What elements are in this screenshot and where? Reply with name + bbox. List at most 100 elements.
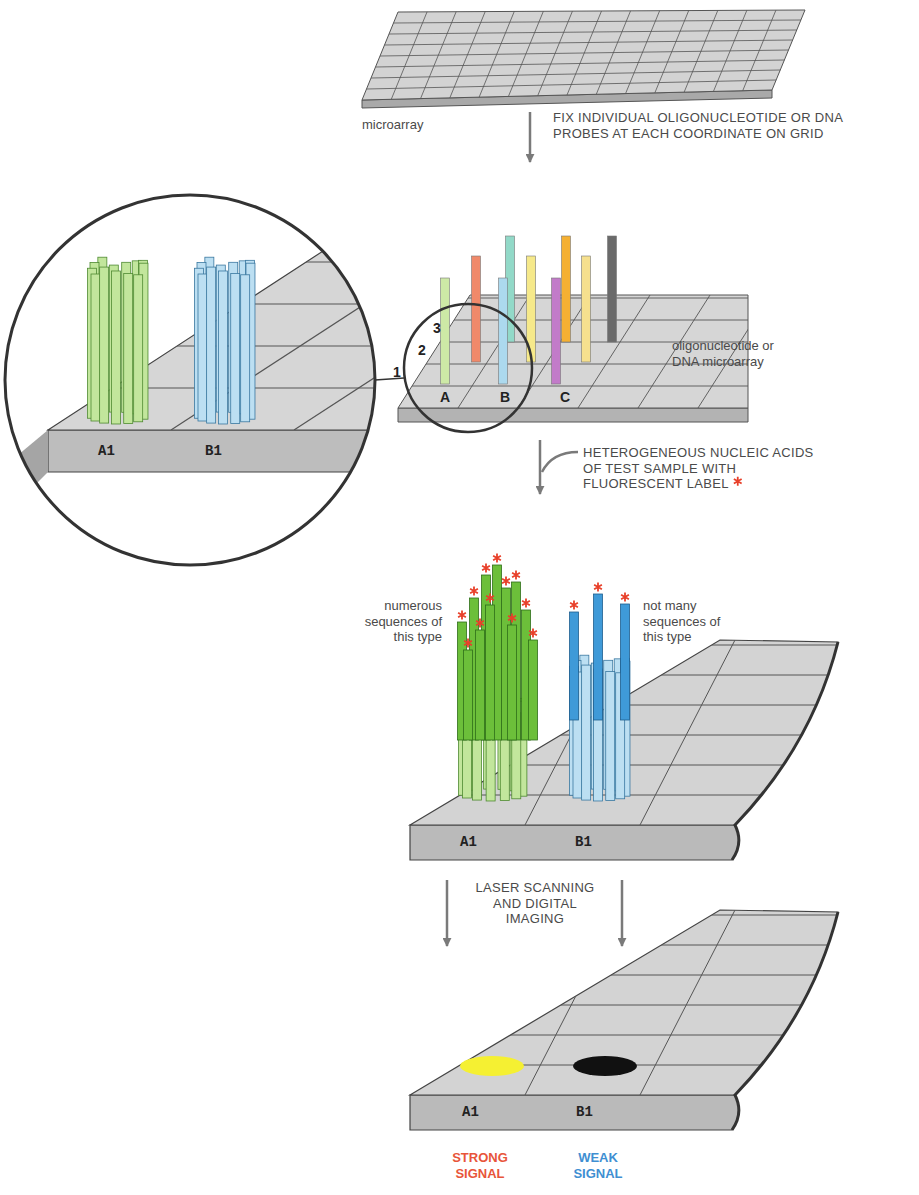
cell-label: A1	[460, 834, 500, 851]
drawing-part	[0, 220, 709, 430]
strand-shape	[608, 236, 617, 342]
drawing-part	[410, 825, 739, 860]
drawing-part	[380, 910, 919, 1095]
drawing-part	[0, 430, 48, 520]
strand-shape	[582, 665, 591, 800]
strand-shape	[198, 274, 207, 421]
drawing-part	[640, 640, 735, 825]
strand-shape	[552, 278, 561, 384]
drawing-part	[522, 599, 530, 608]
strand-shape	[476, 630, 485, 740]
strand-shape	[100, 267, 109, 423]
strand-shape	[508, 625, 517, 740]
drawing-part	[446, 880, 449, 946]
drawing-part	[371, 70, 780, 78]
strand-shape	[111, 271, 120, 424]
step-label: FIX INDIVIDUAL OLIGONUCLEOTIDE OR DNA PR…	[553, 110, 898, 141]
cell-label: B1	[576, 1104, 616, 1121]
drawing-part	[734, 477, 742, 486]
drawing-part	[380, 645, 860, 646]
coordinate-label: A	[440, 389, 454, 406]
drawing-part	[171, 240, 463, 430]
coordinate-label: 3	[433, 320, 445, 337]
drawing-part	[380, 910, 919, 1130]
strand-shape	[582, 256, 591, 362]
drawing-part	[0, 219, 420, 220]
drawing-part	[464, 639, 472, 648]
drawing-part	[380, 945, 860, 946]
drawing-part	[542, 452, 578, 472]
drawing-part	[621, 880, 624, 946]
drawing-part	[482, 564, 490, 573]
strand-shape	[570, 612, 579, 720]
strand-shape	[241, 275, 250, 422]
strand-shape	[464, 650, 473, 740]
strand-shape	[218, 271, 227, 424]
strand-shape	[124, 274, 133, 424]
drawing-part	[410, 910, 838, 1095]
strand-shape	[134, 275, 143, 422]
drawing-part	[470, 587, 478, 596]
coordinate-label: 1	[393, 364, 405, 381]
drawing-part	[380, 1035, 860, 1036]
drawing-part	[410, 1095, 739, 1130]
drawing-part	[398, 408, 748, 422]
step-label: LASER SCANNING AND DIGITAL IMAGING	[465, 880, 605, 927]
strand-shape	[529, 640, 538, 740]
callout-label: microarray	[362, 117, 482, 133]
strand-shape	[207, 267, 216, 423]
step-label: HETEROGENEOUS NUCLEIC ACIDS OF TEST SAMP…	[583, 445, 833, 492]
signal-spot	[460, 1056, 524, 1076]
drawing-part	[417, 240, 709, 430]
callout-label: oligonucleotide or DNA microarray	[672, 338, 802, 369]
coordinate-label: B	[500, 389, 514, 406]
drawing-part	[48, 430, 420, 472]
cell-label: A1	[98, 443, 138, 460]
drawing-part	[367, 80, 777, 89]
drawing-part	[502, 577, 510, 586]
drawing-part	[385, 40, 793, 45]
drawing-part	[380, 975, 860, 976]
drawing-part	[529, 112, 532, 162]
strand-shape	[91, 274, 100, 421]
drawing-part	[458, 295, 530, 408]
cell-label: B1	[575, 834, 615, 851]
drawing-part	[594, 583, 602, 592]
drawing-part	[362, 10, 805, 100]
drawing-part	[870, 640, 919, 825]
signal-label: WEAK SIGNAL	[563, 1150, 633, 1181]
drawing-part	[508, 614, 516, 623]
drawing-part	[380, 236, 830, 422]
drawing-part	[512, 571, 520, 580]
drawing-part	[476, 619, 484, 628]
zoom-outline	[5, 195, 375, 565]
drawing-part	[640, 910, 735, 1095]
signal-spot	[573, 1056, 637, 1076]
strand-shape	[606, 672, 615, 801]
strand-shape	[472, 256, 481, 362]
drawing-part	[380, 554, 919, 861]
drawing-part	[870, 910, 919, 1095]
drawing-part	[621, 593, 629, 602]
strand-shape	[441, 278, 450, 384]
drawing-part	[570, 601, 578, 610]
drawing-part	[732, 642, 838, 860]
drawing-part	[389, 30, 797, 34]
coordinate-label: C	[560, 389, 574, 406]
drawing-part	[380, 1005, 860, 1006]
drawing-part	[529, 629, 537, 638]
drawing-part	[539, 440, 542, 494]
drawing-part	[493, 554, 501, 563]
strand-shape	[594, 594, 603, 720]
drawing-part	[376, 60, 785, 67]
strand-shape	[562, 236, 571, 342]
drawing-part	[362, 10, 805, 108]
signal-label: STRONG SIGNAL	[445, 1150, 515, 1181]
callout-label: numerous sequences of this type	[350, 598, 442, 645]
strand-shape	[621, 604, 630, 720]
zoom-outline	[404, 304, 532, 432]
cell-label: B1	[205, 443, 245, 460]
drawing-part	[732, 912, 838, 1130]
